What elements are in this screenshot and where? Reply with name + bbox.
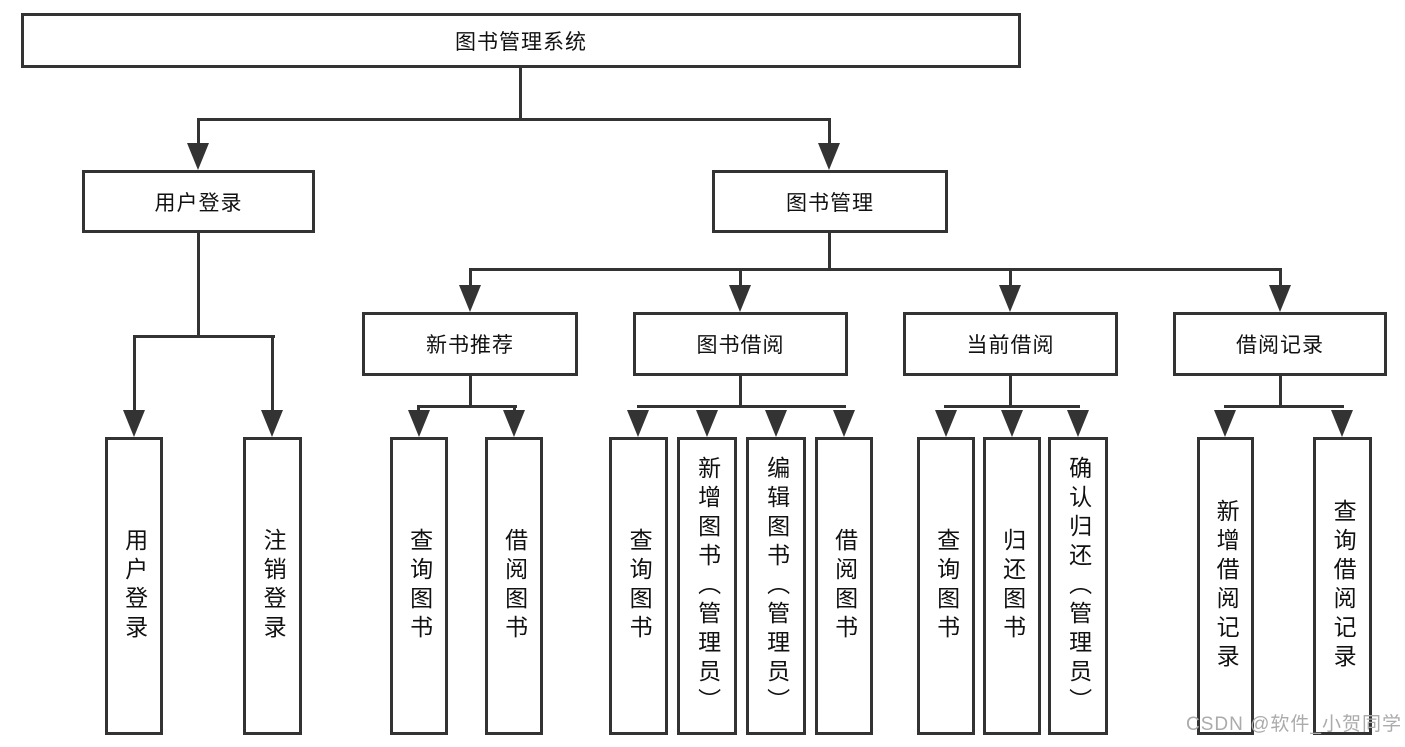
node-current-borrow-label: 当前借阅 xyxy=(966,334,1055,357)
csdn-watermark: CSDN @软件_小贺同学 xyxy=(1186,714,1402,735)
connector-new-book-rec-stub-2 xyxy=(513,405,516,414)
leaf-user-login-label: 用户登录 xyxy=(121,528,148,644)
leaf-current-query: 查询图书 xyxy=(917,437,975,735)
connector-current-borrow-bar xyxy=(944,405,1080,408)
connector-root-stem xyxy=(519,68,522,121)
connector-user-login-bar xyxy=(133,335,275,338)
leaf-newbook-query-label: 查询图书 xyxy=(406,528,433,644)
arrow-down-icon xyxy=(818,143,840,170)
connector-book-borrow-stem xyxy=(739,376,742,408)
arrow-down-icon xyxy=(999,285,1021,312)
leaf-record-add-label: 新增借阅记录 xyxy=(1213,499,1240,673)
node-book-borrow-label: 图书借阅 xyxy=(696,334,785,357)
connector-book-mgmt-bar xyxy=(469,268,1282,271)
leaf-newbook-borrow: 借阅图书 xyxy=(485,437,543,735)
arrow-down-icon xyxy=(503,410,525,437)
connector-borrow-record-stem xyxy=(1279,376,1282,408)
node-user-login-label: 用户登录 xyxy=(154,191,243,215)
arrow-down-icon xyxy=(408,410,430,437)
node-new-book-rec-label: 新书推荐 xyxy=(426,334,514,357)
leaf-borrow-query-label: 查询图书 xyxy=(626,528,653,644)
connector-new-book-rec-bar xyxy=(417,405,517,408)
connector-root-bar xyxy=(197,118,831,121)
connector-user-login-stem xyxy=(197,233,200,338)
leaf-logout: 注销登录 xyxy=(243,437,302,735)
connector-new-book-rec-stub-1 xyxy=(417,405,420,414)
arrow-down-icon xyxy=(1214,410,1236,437)
node-user-login: 用户登录 xyxy=(82,170,315,233)
leaf-borrow-add-admin: 新增图书（管理员） xyxy=(677,437,737,735)
leaf-logout-label: 注销登录 xyxy=(260,528,287,644)
leaf-borrow-book: 借阅图书 xyxy=(815,437,873,735)
connector-book-mgmt-stub-3 xyxy=(1009,268,1012,288)
leaf-borrow-add-admin-label: 新增图书（管理员） xyxy=(694,455,721,717)
node-root-label: 图书管理系统 xyxy=(455,30,587,54)
arrow-down-icon xyxy=(765,410,787,437)
leaf-current-query-label: 查询图书 xyxy=(933,528,960,644)
connector-borrow-record-bar xyxy=(1224,405,1344,408)
leaf-current-return-label: 归还图书 xyxy=(999,528,1026,644)
connector-user-login-stub-2 xyxy=(271,335,274,413)
leaf-current-return: 归还图书 xyxy=(983,437,1041,735)
connector-book-mgmt-stub-1 xyxy=(469,268,472,288)
node-book-mgmt-label: 图书管理 xyxy=(786,191,874,215)
leaf-user-login: 用户登录 xyxy=(105,437,163,735)
node-borrow-record-label: 借阅记录 xyxy=(1236,334,1324,357)
connector-book-borrow-bar xyxy=(637,405,846,408)
leaf-borrow-edit-admin-label: 编辑图书（管理员） xyxy=(763,455,790,717)
arrow-down-icon xyxy=(729,285,751,312)
leaf-newbook-query: 查询图书 xyxy=(390,437,448,735)
arrow-down-icon xyxy=(459,285,481,312)
arrow-down-icon xyxy=(833,410,855,437)
arrow-down-icon xyxy=(187,143,209,170)
arrow-down-icon xyxy=(627,410,649,437)
connector-user-login-stub-1 xyxy=(133,335,136,413)
connector-root-stub-right xyxy=(828,118,831,148)
arrow-down-icon xyxy=(1001,410,1023,437)
leaf-record-query-label: 查询借阅记录 xyxy=(1330,499,1357,673)
node-borrow-record: 借阅记录 xyxy=(1173,312,1387,376)
leaf-current-confirm-admin-label: 确认归还（管理员） xyxy=(1065,455,1092,717)
leaf-record-query: 查询借阅记录 xyxy=(1313,437,1372,735)
connector-new-book-rec-stem xyxy=(469,376,472,408)
leaf-newbook-borrow-label: 借阅图书 xyxy=(501,528,528,644)
connector-book-mgmt-stub-2 xyxy=(739,268,742,288)
arrow-down-icon xyxy=(1331,410,1353,437)
arrow-down-icon xyxy=(935,410,957,437)
leaf-current-confirm-admin: 确认归还（管理员） xyxy=(1048,437,1108,735)
arrow-down-icon xyxy=(696,410,718,437)
leaf-record-add: 新增借阅记录 xyxy=(1197,437,1254,735)
arrow-down-icon xyxy=(261,410,283,437)
node-current-borrow: 当前借阅 xyxy=(903,312,1118,376)
connector-book-mgmt-stem xyxy=(828,233,831,271)
connector-book-mgmt-stub-4 xyxy=(1279,268,1282,288)
connector-current-borrow-stem xyxy=(1009,376,1012,408)
arrow-down-icon xyxy=(123,410,145,437)
leaf-borrow-edit-admin: 编辑图书（管理员） xyxy=(746,437,806,735)
arrow-down-icon xyxy=(1067,410,1089,437)
node-root: 图书管理系统 xyxy=(21,13,1021,68)
leaf-borrow-book-label: 借阅图书 xyxy=(831,528,858,644)
node-book-borrow: 图书借阅 xyxy=(633,312,848,376)
leaf-borrow-query: 查询图书 xyxy=(609,437,668,735)
arrow-down-icon xyxy=(1269,285,1291,312)
node-book-mgmt: 图书管理 xyxy=(712,170,948,233)
connector-root-stub-left xyxy=(197,118,200,148)
node-new-book-rec: 新书推荐 xyxy=(362,312,578,376)
